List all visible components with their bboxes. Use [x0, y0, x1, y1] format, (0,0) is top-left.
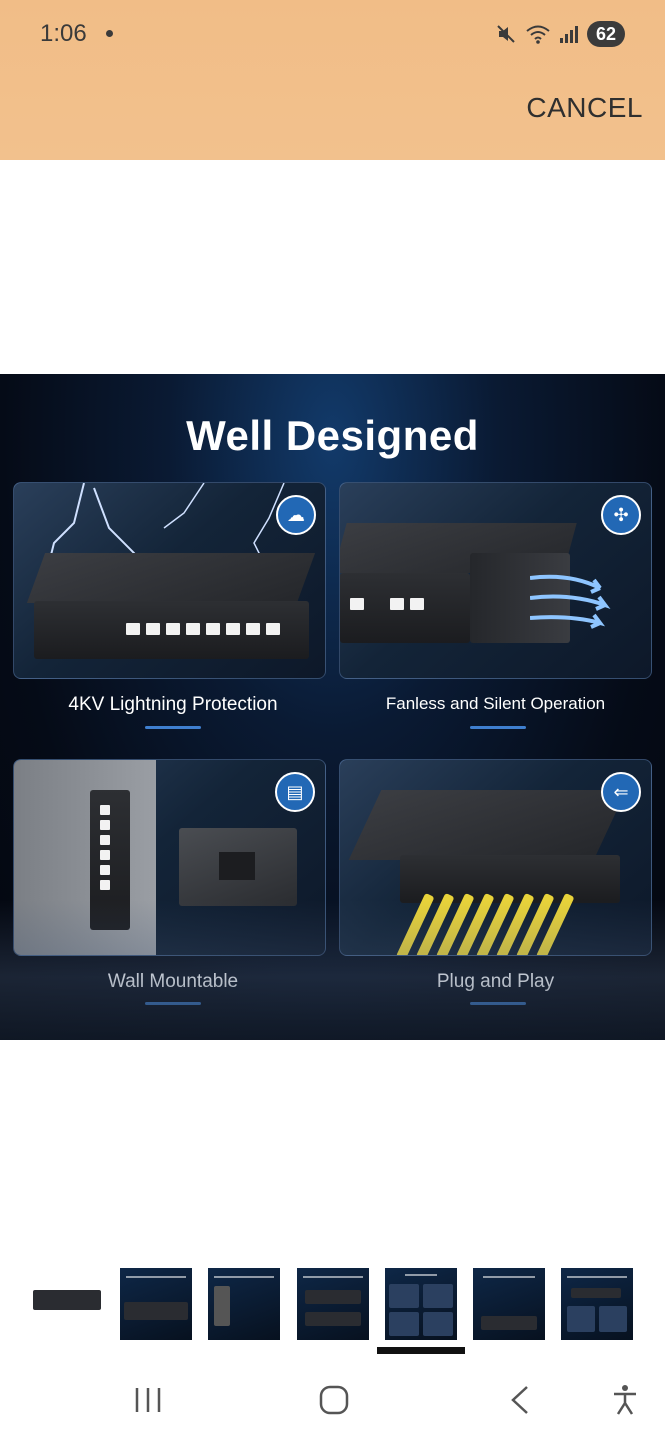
selected-thumbnail-indicator [377, 1347, 465, 1354]
accessibility-button[interactable] [601, 1376, 649, 1424]
wifi-icon [526, 25, 550, 44]
feature-card-fanless: ✣ [339, 482, 652, 679]
mute-icon [497, 25, 515, 43]
thumbnail-strip [0, 1265, 665, 1340]
recent-apps-button[interactable] [124, 1376, 172, 1424]
accessibility-icon [614, 1385, 636, 1415]
switch-mounted [90, 790, 130, 930]
wall-mount-icon: ▤ [275, 772, 315, 812]
caption-underline [145, 1002, 201, 1005]
back-button[interactable] [496, 1376, 544, 1424]
caption-underline [145, 726, 201, 729]
home-button[interactable] [310, 1376, 358, 1424]
wall-surface [14, 760, 156, 955]
thumbnail[interactable] [31, 1268, 103, 1340]
storm-cloud-icon: ☁ [276, 495, 316, 535]
caption-underline [470, 1002, 526, 1005]
airflow-arrows [530, 574, 611, 629]
notification-dot-icon [106, 30, 113, 37]
feature-card-wall-mount: ▤ [13, 759, 326, 956]
home-icon [319, 1385, 349, 1415]
feature-caption-lightning: 4KV Lightning Protection [68, 694, 278, 715]
navigation-bar [0, 1360, 665, 1440]
top-bar: 1:06 62 CANCEL [0, 0, 665, 160]
product-image[interactable]: Well Designed ☁ 4KV Lightning Protection [0, 374, 665, 1040]
thumbnail[interactable] [297, 1268, 369, 1340]
thumbnail[interactable] [120, 1268, 192, 1340]
fan-icon: ✣ [601, 495, 641, 535]
status-icons: 62 [495, 20, 625, 48]
thumbnail-selected[interactable] [385, 1268, 457, 1340]
feature-caption-fanless: Fanless and Silent Operation [385, 694, 606, 713]
status-time: 1:06 [40, 20, 87, 47]
feature-caption-plug-play: Plug and Play [436, 971, 555, 992]
image-title: Well Designed [186, 412, 479, 459]
switch-body [348, 790, 627, 860]
caption-underline [470, 726, 526, 729]
switch-body [26, 553, 316, 603]
feature-card-lightning: ☁ [13, 482, 326, 679]
battery-indicator: 62 [587, 21, 625, 47]
thumbnail[interactable] [561, 1268, 633, 1340]
thumbnail[interactable] [473, 1268, 545, 1340]
signal-icon [560, 26, 578, 43]
cancel-button[interactable]: CANCEL [526, 92, 643, 123]
switch-bottom [179, 828, 297, 906]
feature-caption-wall-mount: Wall Mountable [107, 971, 239, 992]
back-icon [511, 1386, 528, 1414]
feature-card-plug-play: ⇐ [339, 759, 652, 956]
recent-apps-icon [135, 1388, 161, 1412]
thumbnail[interactable] [208, 1268, 280, 1340]
plug-arrow-icon: ⇐ [601, 772, 641, 812]
